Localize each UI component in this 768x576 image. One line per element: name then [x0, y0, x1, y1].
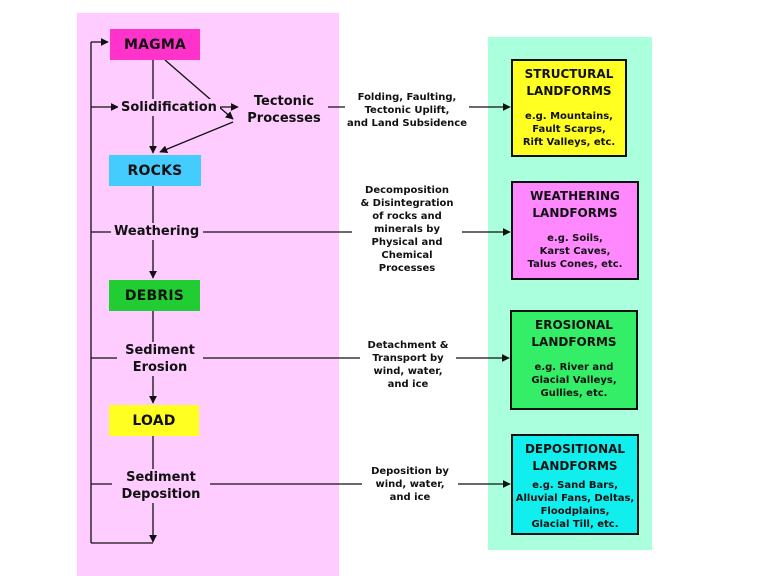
landform-depositional-examples: e.g. Sand Bars, Alluvial Fans, Deltas, F…	[515, 480, 635, 530]
process-solidification: Solidification	[118, 99, 220, 116]
process-weathering: Weathering	[111, 223, 203, 240]
landform-erosional: EROSIONAL LANDFORMS e.g. River and Glaci…	[510, 310, 638, 410]
note-erosional: Detachment & Transport by wind, water, a…	[360, 339, 456, 391]
process-sediment-deposition: Sediment Deposition	[112, 469, 210, 503]
landform-weathering: WEATHERING LANDFORMS e.g. Soils, Karst C…	[511, 181, 639, 280]
landform-structural-title: STRUCTURAL LANDFORMS	[524, 67, 614, 98]
landform-structural: STRUCTURAL LANDFORMS e.g. Mountains, Fau…	[511, 59, 627, 157]
landform-weathering-examples: e.g. Soils, Karst Caves, Talus Cones, et…	[527, 233, 623, 270]
stage-magma: MAGMA	[110, 29, 200, 60]
arrow-tectonic-rocks	[159, 121, 234, 153]
landform-depositional: DEPOSITIONAL LANDFORMS e.g. Sand Bars, A…	[511, 434, 639, 535]
landform-depositional-title: DEPOSITIONAL LANDFORMS	[524, 442, 626, 473]
note-depositional: Deposition by wind, water, and ice	[362, 465, 458, 504]
note-structural: Folding, Faulting, Tectonic Uplift, and …	[345, 91, 469, 130]
landform-erosional-title: EROSIONAL LANDFORMS	[531, 318, 617, 349]
landform-weathering-title: WEATHERING LANDFORMS	[530, 189, 620, 220]
arrow-magma-tectonic	[164, 59, 234, 120]
landform-erosional-examples: e.g. River and Glacial Valleys, Gullies,…	[531, 362, 617, 399]
note-weathering: Decomposition & Disintegration of rocks …	[352, 184, 462, 275]
process-tectonic: Tectonic Processes	[240, 93, 328, 127]
stage-debris: DEBRIS	[109, 280, 200, 311]
stage-rocks: ROCKS	[109, 155, 201, 186]
landform-structural-examples: e.g. Mountains, Fault Scarps, Rift Valle…	[522, 111, 616, 148]
process-sediment-erosion: Sediment Erosion	[117, 342, 203, 376]
stage-load: LOAD	[109, 405, 199, 436]
